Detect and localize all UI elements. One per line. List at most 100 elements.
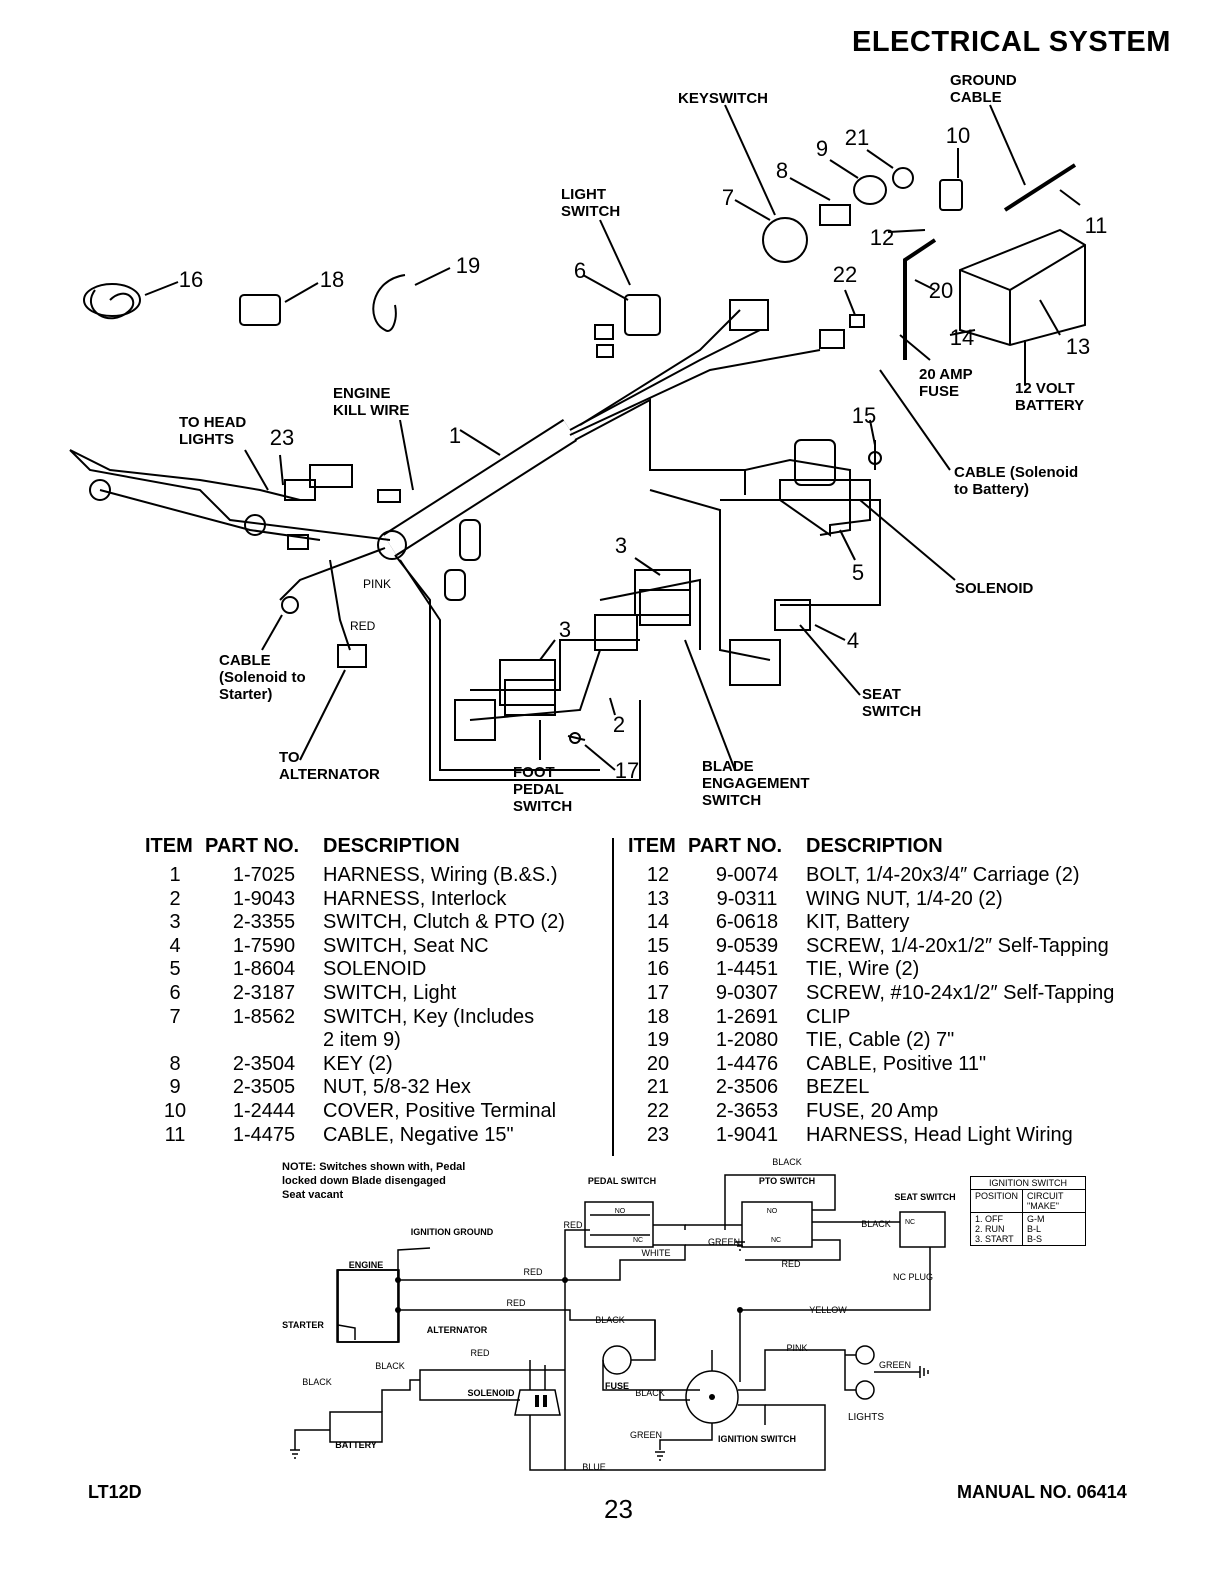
item-cell: 5 [169, 958, 181, 981]
description-cell: NUT, 5/8-32 Hex [323, 1076, 471, 1099]
wiring-schematic: PEDAL SWITCH PTO SWITCH SEAT SWITCH IGNI… [282, 1157, 956, 1472]
pto-no: NO [767, 1208, 778, 1215]
label-cable-solenoid-starter: CABLE (Solenoid to Starter) [219, 652, 306, 703]
part-no-cell: 1-7025 [232, 864, 296, 886]
part-no-cell: 2-3506 [715, 1076, 779, 1099]
label-ground-cable: GROUND CABLE [950, 72, 1017, 106]
part-no-cell: 9-0074 [715, 864, 779, 886]
item-cell: 4 [169, 934, 181, 957]
table-divider [612, 838, 614, 1156]
part-no-cell: 1-4476 [715, 1052, 779, 1075]
sch-pedal-switch: PEDAL SWITCH [588, 1176, 656, 1186]
table-row: 2 item 9) [145, 1029, 565, 1053]
callout-12: 12 [870, 225, 894, 250]
part-no-cell: 1-8562 [232, 1005, 296, 1028]
label-engine-kill-wire: ENGINE KILL WIRE [333, 385, 410, 419]
footer-model: LT12D [88, 1482, 142, 1502]
wire-black-battery: BLACK [375, 1361, 405, 1371]
footer-page-number: 23 [604, 1494, 633, 1524]
callout-3b: 3 [559, 617, 571, 642]
item-cell: 2 [169, 887, 181, 910]
callout-9: 9 [816, 136, 828, 161]
wire-red-solenoid: RED [470, 1348, 490, 1358]
item-cell: 6 [169, 981, 181, 1004]
label-cable-solenoid-battery: CABLE (Solenoid to Battery) [954, 464, 1079, 498]
header-description: DESCRIPTION [323, 835, 460, 857]
callout-2: 2 [613, 712, 625, 737]
description-cell: KEY (2) [323, 1052, 393, 1075]
item-cell: 17 [646, 981, 670, 1004]
sch-alternator: ALTERNATOR [427, 1325, 488, 1335]
description-cell: TIE, Cable (2) 7" [806, 1029, 955, 1052]
item-cell: 23 [646, 1123, 670, 1146]
description-cell: FUSE, 20 Amp [806, 1099, 939, 1122]
part-no-cell: 1-7590 [232, 934, 296, 957]
description-cell: SCREW, #10-24x1/2″ Self-Tapping [806, 981, 1115, 1004]
seat-nc: NC [905, 1219, 915, 1226]
sch-pto-switch: PTO SWITCH [759, 1176, 815, 1186]
callout-5: 5 [852, 560, 864, 585]
wire-red-alternator: RED [506, 1298, 526, 1308]
callout-22: 22 [833, 262, 857, 287]
ignition-table-header-circuit: CIRCUIT "MAKE" [1022, 1189, 1086, 1213]
pedal-nc: NC [633, 1237, 643, 1244]
callout-15: 15 [852, 403, 876, 428]
footer-manual-number: MANUAL NO. 06414 [957, 1482, 1127, 1502]
wire-pink: PINK [786, 1343, 807, 1353]
label-20-amp-fuse: 20 AMP FUSE [919, 366, 973, 400]
callout-10: 10 [946, 123, 970, 148]
part-no-cell: 2-3504 [232, 1052, 296, 1075]
item-cell: 16 [646, 958, 670, 981]
wire-red-engine: RED [523, 1267, 543, 1277]
wire-yellow: YELLOW [809, 1305, 847, 1315]
callout-3a: 3 [615, 533, 627, 558]
description-cell: HARNESS, Interlock [323, 887, 507, 910]
callout-23: 23 [270, 425, 294, 450]
pedal-no: NO [615, 1208, 626, 1215]
callout-1: 1 [449, 423, 461, 448]
ignition-table-circuits: G-M B-L B-S [1022, 1212, 1086, 1246]
description-cell: SWITCH, Clutch & PTO (2) [323, 911, 565, 934]
part-no-cell: 1-8604 [232, 958, 296, 981]
callout-19: 19 [456, 253, 480, 278]
header-description: DESCRIPTION [806, 835, 943, 857]
item-cell: 14 [646, 911, 670, 934]
wire-red-pto: RED [781, 1259, 801, 1269]
sch-fuse: FUSE [605, 1381, 629, 1391]
parts-table-header-row: ITEM PART NO. DESCRIPTION [628, 835, 1114, 864]
wire-black-top: BLACK [772, 1157, 802, 1167]
ignition-table-header-position: POSITION [969, 1189, 1024, 1213]
item-cell: 22 [646, 1099, 670, 1122]
description-cell: KIT, Battery [806, 911, 910, 934]
wire-label-pink: PINK [363, 577, 391, 591]
ignition-table-title: IGNITION SWITCH [970, 1176, 1086, 1190]
callout-18: 18 [320, 267, 344, 292]
part-no-cell: 1-2691 [715, 1005, 779, 1028]
sch-ignition-switch: IGNITION SWITCH [718, 1434, 796, 1444]
label-12-volt-battery: 12 VOLT BATTERY [1015, 380, 1085, 414]
wire-black-ign: BLACK [635, 1388, 665, 1398]
wire-black-fuse: BLACK [595, 1315, 625, 1325]
part-no-cell: 1-4475 [232, 1123, 296, 1146]
label-solenoid: SOLENOID [955, 580, 1034, 597]
description-cell: TIE, Wire (2) [806, 958, 920, 981]
part-no-cell: 2-3355 [232, 911, 296, 934]
wire-black-seat: BLACK [861, 1219, 891, 1229]
header-part-no: PART NO. [688, 835, 783, 857]
sch-ignition-ground: IGNITION GROUND [411, 1227, 494, 1237]
description-cell: BEZEL [806, 1076, 870, 1099]
item-cell: 18 [646, 1005, 670, 1028]
sch-seat-switch: SEAT SWITCH [894, 1192, 955, 1202]
description-cell: BOLT, 1/4-20x3/4″ Carriage (2) [806, 864, 1080, 886]
callout-6: 6 [574, 258, 586, 283]
